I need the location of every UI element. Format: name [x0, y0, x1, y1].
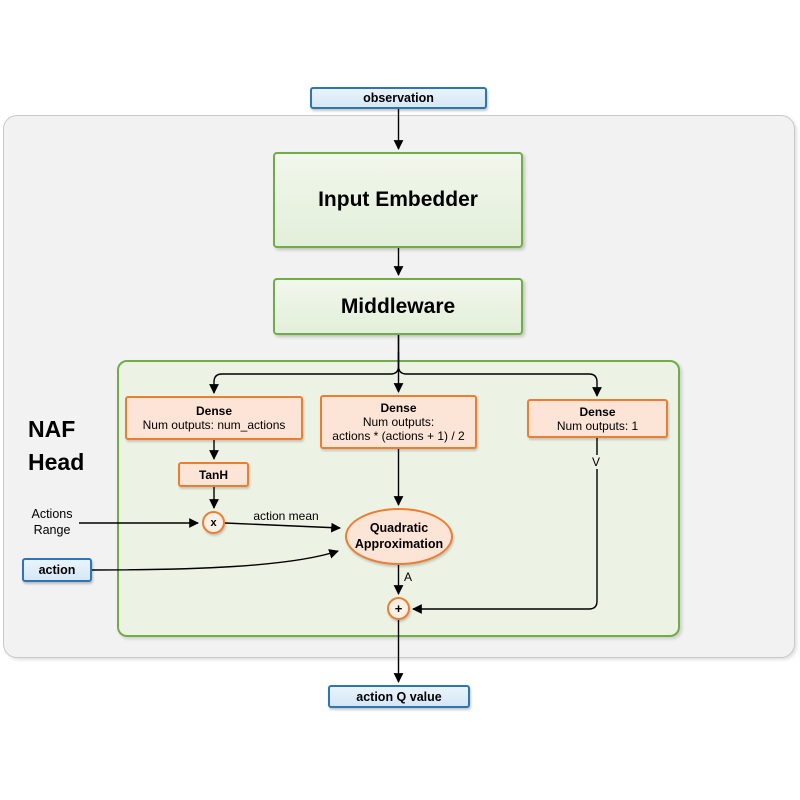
dense-value-title: Dense — [579, 404, 616, 419]
naf-head-title-line2: Head — [28, 449, 85, 476]
dense-matrix-subtitle-line2: actions * (actions + 1) / 2 — [332, 429, 465, 443]
advantage-label: A — [404, 570, 413, 584]
dense-matrix-title: Dense — [380, 401, 417, 415]
input-embedder-node: Input Embedder — [273, 152, 523, 248]
observation-node: observation — [310, 87, 487, 109]
dense-value-node: Dense Num outputs: 1 — [527, 399, 668, 438]
dense-value-subtitle: Num outputs: 1 — [556, 418, 639, 433]
dense-mean-node: Dense Num outputs: num_actions — [125, 396, 303, 440]
actions-range-line1: Actions — [31, 507, 73, 521]
dense-mean-title: Dense — [195, 404, 233, 418]
quadratic-approximation-node: Quadratic Approximation — [345, 508, 453, 565]
naf-head-title: NAF Head — [28, 413, 120, 480]
quadratic-approximation-line2: Approximation — [354, 536, 444, 551]
quadratic-approximation-line1: Quadratic — [369, 520, 429, 535]
actions-range-label: Actions Range — [23, 506, 81, 539]
naf-head-title-line1: NAF — [28, 416, 76, 442]
dense-matrix-node: Dense Num outputs: actions * (actions + … — [320, 395, 477, 449]
dense-mean-subtitle: Num outputs: num_actions — [142, 418, 286, 432]
dense-matrix-subtitle-line1: Num outputs: — [362, 415, 435, 429]
sum-node: + — [387, 597, 410, 620]
action-q-value-node: action Q value — [328, 685, 470, 708]
action-input-node: action — [22, 558, 92, 582]
action-mean-label: action mean — [253, 509, 319, 523]
state-value-label: V — [590, 455, 603, 469]
actions-range-line2: Range — [33, 523, 71, 538]
tanh-node: TanH — [178, 462, 249, 487]
middleware-node: Middleware — [273, 278, 523, 335]
multiply-node: x — [202, 511, 225, 534]
